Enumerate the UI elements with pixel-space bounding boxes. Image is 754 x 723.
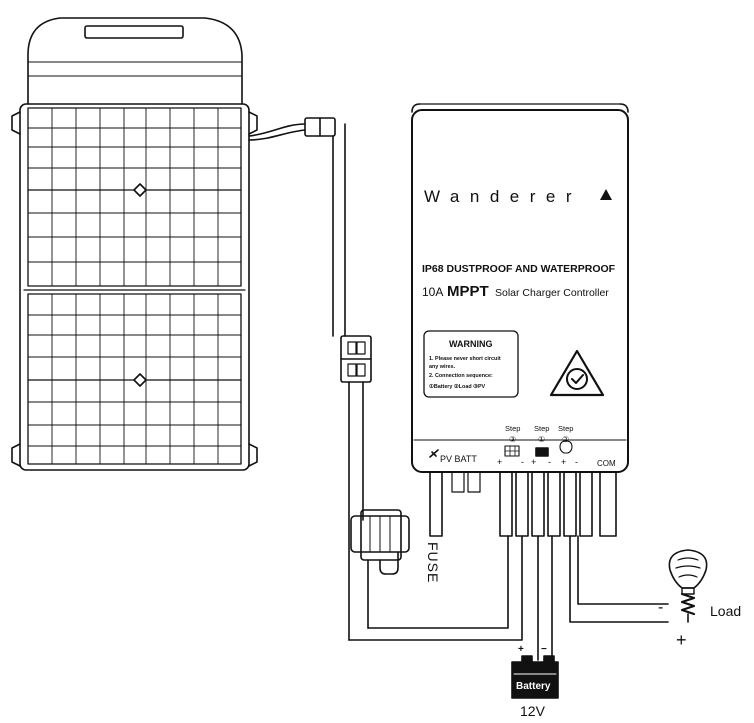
warning-title: WARNING	[449, 339, 493, 349]
warning-line-3: 2. Connection sequence:	[429, 373, 493, 379]
pv-batt-label: PV BATT	[440, 454, 477, 464]
terminal-post-batt-plus	[531, 471, 545, 537]
pv-minus-sign: -	[521, 457, 524, 467]
batt-minus-sign: -	[548, 457, 551, 467]
warning-line-4: ①Battery ②Load ③PV	[429, 384, 486, 390]
terminal-post-pv-minus	[515, 471, 529, 537]
warning-line-1: 1. Please never short circuit	[429, 356, 501, 362]
panel-tab-top-right	[248, 111, 258, 135]
panel-module-upper	[27, 107, 242, 287]
model-bold: MPPT	[447, 283, 489, 300]
controller-wiring	[348, 535, 669, 661]
model-suffix: Solar Charger Controller	[495, 287, 609, 299]
load-bulb	[668, 549, 708, 623]
step3-number: ③	[509, 435, 516, 444]
solar-panel	[11, 17, 258, 471]
step2-number: ②	[562, 435, 569, 444]
com-label: COM	[597, 459, 616, 468]
controller-brand: Wanderer	[424, 187, 582, 206]
batt-plus-sign: +	[531, 457, 536, 467]
pv-batt-plug-icon	[429, 449, 439, 458]
warning-line-2: any wires.	[429, 364, 456, 370]
terminal-post-load-minus	[579, 471, 593, 537]
ip-rating-text: IP68 DUSTPROOF AND WATERPROOF	[422, 263, 616, 275]
step1-number: ①	[538, 435, 545, 444]
panel-cell-diamond	[133, 183, 147, 197]
step1-label: Step	[534, 424, 549, 433]
panel-top-flap	[27, 17, 243, 105]
load-minus-label: -	[658, 599, 663, 616]
load-plus-label: +	[676, 630, 687, 650]
panel-module-lower	[27, 293, 242, 465]
load-label: Load	[710, 603, 741, 619]
battery	[511, 655, 559, 699]
battery-voltage: 12V	[520, 703, 546, 719]
pv-plus-sign: +	[497, 457, 502, 467]
fuse-holder	[350, 509, 410, 629]
battery-plus-label: +	[518, 644, 524, 655]
terminal-post-fuse	[429, 471, 443, 537]
panel-handle-slot	[84, 25, 184, 39]
terminal-post-com	[599, 471, 617, 537]
battery-minus-label: −	[541, 644, 547, 655]
panel-tab-bottom-left	[11, 443, 21, 467]
charge-controller	[411, 103, 629, 537]
panel-tab-bottom-right	[248, 443, 258, 467]
brand-tree-icon	[600, 189, 612, 200]
panel-tab-top-left	[11, 111, 21, 135]
model-prefix: 10A	[422, 285, 443, 299]
step3-label: Step	[505, 424, 520, 433]
terminal-post-batt-minus	[547, 471, 561, 537]
terminal-post-pv-plus	[499, 471, 513, 537]
panel-frame	[19, 103, 250, 471]
battery-label: Battery	[516, 681, 551, 692]
pv-cable	[248, 117, 372, 641]
step2-label: Step	[558, 424, 573, 433]
battery-body	[511, 661, 559, 699]
load-minus-sign: -	[575, 457, 578, 467]
certification-mark	[549, 349, 605, 397]
terminal-post-load-plus	[563, 471, 577, 537]
fuse-label: FUSE	[425, 542, 441, 583]
step1-battery-icon	[535, 447, 549, 457]
step2-bulb-icon	[559, 440, 573, 454]
load-plus-sign: +	[561, 457, 566, 467]
warning-box	[423, 330, 519, 398]
